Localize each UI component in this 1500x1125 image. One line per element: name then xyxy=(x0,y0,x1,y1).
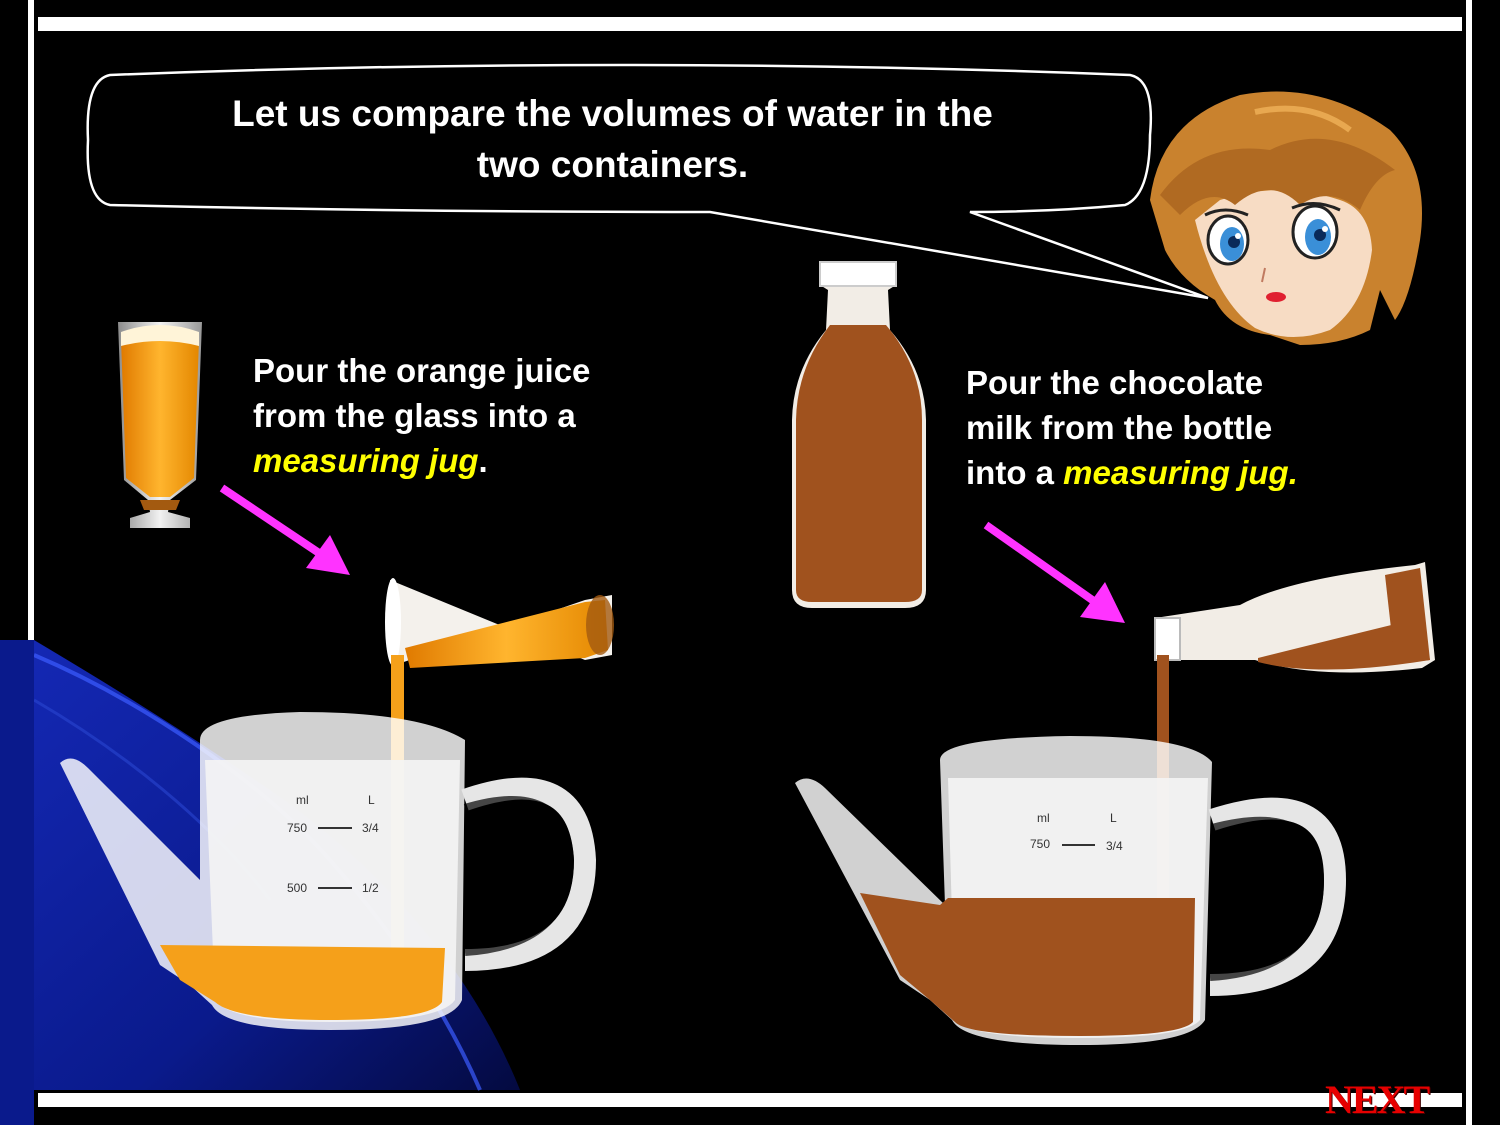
pouring-bottle xyxy=(1154,562,1435,673)
speech-bubble-text: Let us compare the volumes of water in t… xyxy=(150,88,1075,190)
unit-l-label: L xyxy=(368,793,375,807)
left-measuring-jug xyxy=(60,712,597,1030)
left-arrow xyxy=(219,484,350,575)
speech-bubble xyxy=(86,63,1209,300)
caption-prefix: into a xyxy=(966,454,1064,491)
orange-juice-glass xyxy=(118,322,202,528)
left-jug-markings: ml L 750 3/4 500 1/2 xyxy=(287,793,379,895)
mark-750: 750 xyxy=(1030,837,1050,851)
caption-line-3: measuring jug. xyxy=(253,438,590,483)
caption-suffix: . xyxy=(478,442,488,479)
orange-juice-caption: Pour the orange juice from the glass int… xyxy=(253,348,590,483)
right-arrow xyxy=(983,521,1125,623)
anime-girl-avatar xyxy=(1150,91,1422,346)
left-frame-edge xyxy=(28,0,34,1125)
right-measuring-jug xyxy=(795,736,1347,1045)
right-frame-edge xyxy=(1466,0,1472,1125)
mark-500: 500 xyxy=(287,881,307,895)
mark-1-2: 1/2 xyxy=(362,881,379,895)
next-button[interactable]: NEXT xyxy=(1325,1077,1430,1122)
mark-3-4: 3/4 xyxy=(362,821,379,835)
caption-line-3: into a measuring jug. xyxy=(966,450,1298,495)
caption-line-1: Pour the orange juice xyxy=(253,352,591,389)
pouring-glass xyxy=(385,578,614,668)
mark-750: 750 xyxy=(287,821,307,835)
bottom-frame-bar xyxy=(38,1093,1462,1107)
caption-line-2: milk from the bottle xyxy=(966,409,1273,446)
unit-ml-label: ml xyxy=(1037,811,1050,825)
unit-l-label: L xyxy=(1110,811,1117,825)
speech-line-2: two containers. xyxy=(476,144,749,185)
chocolate-milk-caption: Pour the chocolate milk from the bottle … xyxy=(966,360,1298,495)
chocolate-milk-bottle xyxy=(792,261,926,608)
unit-ml-label: ml xyxy=(296,793,309,807)
caption-line-1: Pour the chocolate xyxy=(966,364,1264,401)
measuring-jug-highlight: measuring jug xyxy=(253,442,479,479)
caption-line-2: from the glass into a xyxy=(253,397,576,434)
mark-3-4: 3/4 xyxy=(1106,839,1123,853)
right-jug-markings: ml L 750 3/4 xyxy=(1030,811,1123,853)
top-frame-bar xyxy=(38,17,1462,31)
speech-line-1: Let us compare the volumes of water in t… xyxy=(232,93,993,134)
measuring-jug-highlight: measuring jug. xyxy=(1063,454,1298,491)
